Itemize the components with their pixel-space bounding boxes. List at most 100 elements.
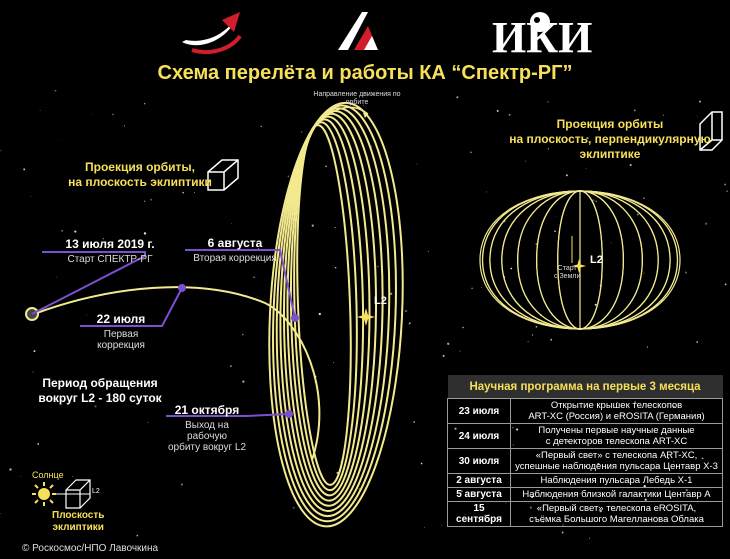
l2-star-right (572, 259, 586, 273)
star (636, 213, 639, 216)
star (91, 113, 92, 115)
star (420, 462, 423, 465)
star (334, 266, 337, 269)
star (592, 199, 595, 202)
star (260, 125, 262, 128)
star (20, 476, 22, 478)
direction-arrow-icon (327, 106, 369, 116)
orbit-insertion-marker (285, 410, 293, 418)
star (565, 174, 568, 177)
star (424, 526, 426, 529)
star (696, 115, 698, 117)
star (88, 182, 90, 184)
orbit-loop-front (489, 190, 671, 330)
star (442, 354, 445, 357)
star (182, 191, 185, 194)
star (459, 350, 461, 352)
roscosmos-logo (182, 12, 242, 55)
l2-star-main (357, 308, 375, 326)
orbit-loop (296, 124, 352, 486)
star (333, 362, 335, 364)
star (102, 237, 105, 240)
star (550, 338, 553, 341)
orbit-loop-front (536, 190, 624, 330)
star (56, 276, 58, 278)
star (662, 114, 665, 116)
star (610, 242, 612, 244)
l2-label-main: L2 (374, 295, 387, 307)
star (633, 109, 636, 112)
science-schedule-table: Научная программа на первые 3 месяца 23 … (447, 375, 723, 527)
star (390, 292, 393, 295)
event-launch: 13 июля 2019 г. Старт СПЕКТР-РГ (65, 237, 155, 265)
star (0, 513, 1, 515)
star (39, 110, 41, 111)
correction-1-marker (178, 284, 186, 292)
orbit-loop-front (481, 190, 679, 330)
star (231, 223, 233, 224)
star (143, 200, 146, 202)
star (370, 145, 372, 147)
star (58, 139, 59, 141)
star (404, 309, 408, 313)
star (136, 534, 139, 537)
star (643, 272, 645, 274)
copyright: © Роскосмос/НПО Лавочкина (22, 543, 159, 554)
orbit-loop (268, 101, 404, 528)
star (311, 224, 314, 227)
star (230, 365, 232, 367)
star (363, 104, 365, 106)
star (554, 230, 556, 233)
star (413, 421, 416, 423)
star (37, 442, 40, 445)
perpendicular-plane-icon-right (699, 111, 723, 151)
iki-logo: ИКИ (492, 12, 592, 62)
star (0, 149, 2, 152)
ecliptic-plane-icon-left (207, 159, 239, 191)
star (524, 160, 526, 162)
star (253, 276, 255, 278)
star (699, 100, 701, 103)
star (180, 483, 183, 486)
star (334, 226, 336, 229)
star (33, 350, 36, 353)
page-title: Схема перелёта и работы КА “Спектр-РГ” (157, 62, 573, 84)
sun-label: Солнце (32, 470, 64, 480)
star (643, 197, 645, 199)
star (547, 101, 549, 103)
star (535, 325, 538, 328)
transfer-trajectory (33, 286, 321, 461)
schedule-row: 30 июля«Первый свет» с телескопа ART-XC,… (447, 448, 723, 474)
orbit-loop (293, 121, 358, 492)
star (561, 531, 564, 534)
l2-label-right: L2 (590, 254, 603, 266)
halo-orbit-front-view (479, 190, 681, 330)
star (242, 380, 245, 383)
star (301, 131, 303, 133)
star (471, 287, 473, 290)
star (292, 506, 295, 509)
star (123, 125, 126, 127)
star (86, 314, 87, 316)
star (586, 136, 589, 140)
star (462, 326, 464, 329)
star (510, 267, 513, 270)
proj-left-label: Проекция орбиты, на плоскость эклиптики (68, 160, 212, 189)
star (427, 250, 429, 252)
star (377, 265, 379, 268)
star (32, 371, 34, 373)
star (555, 216, 556, 218)
star (496, 109, 499, 112)
event-orbit-insertion: 21 октября Выход на рабочую орбиту вокру… (167, 403, 247, 453)
star (61, 229, 63, 232)
star (695, 122, 697, 124)
star (696, 341, 699, 343)
event-correction-2: 6 августа Вторая коррекция (193, 236, 277, 264)
star (143, 232, 147, 235)
orbit-loop-front (501, 190, 659, 330)
star (508, 113, 511, 116)
star (66, 381, 68, 383)
star (481, 287, 482, 288)
